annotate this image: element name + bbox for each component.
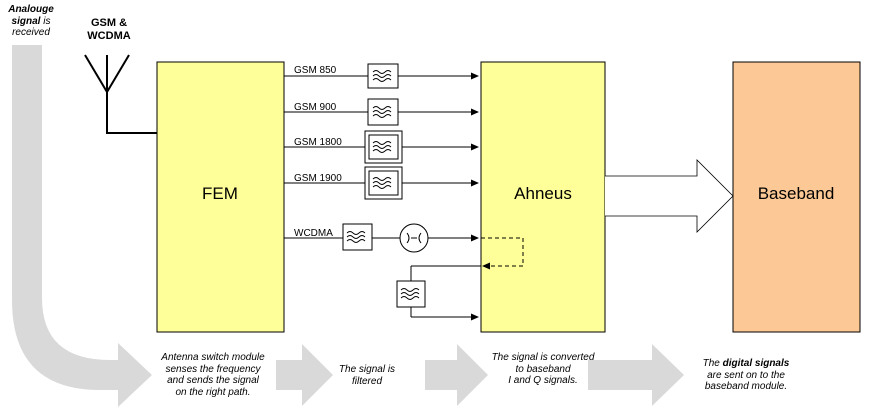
feedback-dashed-line [481, 237, 524, 267]
ahneus-block [480, 61, 606, 333]
converted-line: to baseband [515, 363, 571, 375]
gsm900-filter-icon [367, 98, 399, 126]
received-stage-text: Analouge signal is received [0, 4, 62, 39]
received-line3: received [12, 27, 50, 38]
digital-line2: are sent on to the [707, 369, 785, 381]
antenna-label-line2: WCDMA [87, 30, 130, 42]
filtered-stage-text: The signal is filtered [322, 364, 412, 387]
converted-line: The signal is converted [491, 352, 595, 363]
wcdma-label: WCDMA [294, 228, 333, 239]
feedback-dashed-arrowhead [482, 262, 490, 270]
received-line2-bold: signal [11, 15, 41, 27]
ahneus-to-baseband-arrow [605, 159, 734, 233]
digital-stage-text: The digital signals are sent on to the b… [686, 358, 806, 393]
antenna-icon [84, 54, 157, 134]
converted-line: I and Q signals. [508, 375, 578, 386]
filtered-line: filtered [351, 375, 382, 387]
amplifier-icon [399, 223, 429, 253]
loop-filter-icon [396, 280, 426, 308]
received-line1: Analouge [8, 4, 54, 15]
fem-block [156, 61, 285, 333]
antenna-switch-line: senses the frequency [165, 363, 261, 375]
gsm1900-label: GSM 1900 [294, 173, 342, 184]
gsm850-filter-icon [367, 63, 399, 89]
received-line2-rest: is [40, 15, 51, 27]
converted-stage-text: The signal is converted to baseband I an… [476, 352, 610, 387]
antenna-switch-line: on the right path. [175, 386, 251, 398]
digital-line1-pre: The [702, 358, 723, 369]
digital-stage-arrow [588, 344, 684, 406]
digital-line3: baseband module. [704, 381, 788, 392]
wcdma-filter-icon [342, 223, 373, 251]
baseband-block [732, 61, 861, 333]
received-flow-arrow [12, 45, 152, 407]
baseband-label: Baseband [758, 184, 835, 203]
antenna-label-line1: GSM & [91, 17, 127, 29]
digital-line1-bold: digital signals [722, 358, 790, 369]
antenna-switch-stage-text: Antenna switch module senses the frequen… [148, 352, 278, 398]
antenna-switch-line: Antenna switch module [161, 352, 265, 363]
gsm900-label: GSM 900 [294, 102, 337, 113]
convert-stage-arrow [425, 344, 488, 406]
antenna-switch-line: and sends the signal [167, 375, 259, 386]
filtered-line: The signal is [338, 364, 396, 375]
gsm1800-label: GSM 1800 [294, 137, 342, 148]
filter-stage-arrow [276, 344, 333, 406]
ahneus-label: Ahneus [514, 184, 572, 203]
gsm1800-filter-icon [364, 130, 403, 164]
gsm1900-filter-icon [364, 166, 403, 200]
fem-label: FEM [202, 184, 238, 203]
gsm850-label: GSM 850 [294, 65, 337, 76]
